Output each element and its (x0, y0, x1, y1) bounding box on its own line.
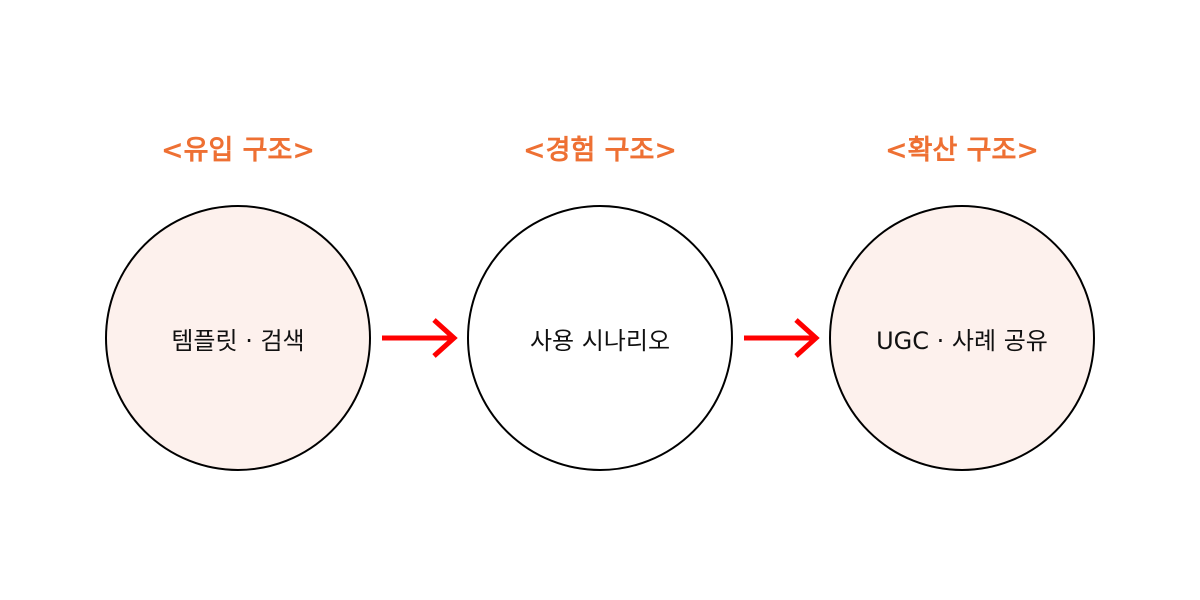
stage-node-spread: UGC · 사례 공유 (829, 205, 1095, 471)
stage-label: 사용 시나리오 (529, 326, 671, 355)
stage-title-experience: <경험 구조> (522, 135, 677, 166)
stage-title-inflow: <유입 구조> (160, 135, 315, 166)
stage-label: 템플릿 · 검색 (171, 326, 305, 355)
stage-label: UGC · 사례 공유 (876, 326, 1048, 355)
stage-node-inflow: 템플릿 · 검색 (105, 205, 371, 471)
stage-node-experience: 사용 시나리오 (467, 205, 733, 471)
arrow-right-icon (744, 318, 820, 358)
stage-title-spread: <확산 구조> (884, 135, 1039, 166)
arrow-right-icon (382, 318, 458, 358)
